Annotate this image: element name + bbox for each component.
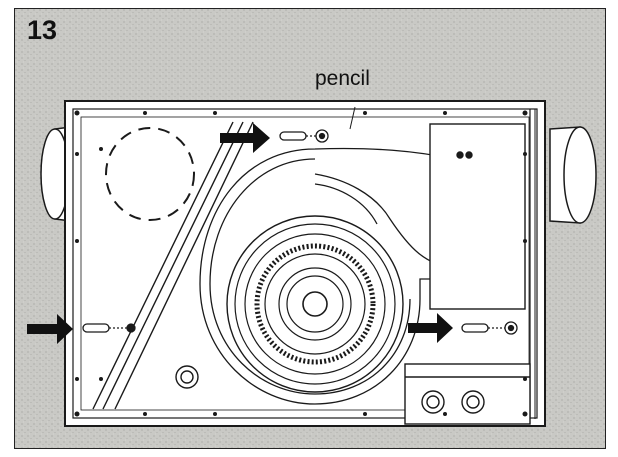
- pencil-callout-label: pencil: [315, 67, 370, 90]
- figure-number: 13: [27, 15, 58, 45]
- arrow-right-icon: [408, 313, 453, 343]
- pencil-leader-line: [349, 106, 356, 130]
- mounting-pin-top: [279, 129, 329, 143]
- diagram-illustration: [15, 9, 605, 448]
- mounting-pin-right: [461, 321, 518, 335]
- arrow-right-icon: [220, 123, 270, 153]
- blower-wheel: [226, 215, 404, 393]
- arrow-right-icon: [27, 314, 73, 344]
- drain-plug: [175, 365, 199, 389]
- electrical-box: [404, 363, 531, 425]
- diagonal-divider: [92, 121, 254, 410]
- control-box: [429, 123, 526, 310]
- screw-icon: [74, 110, 528, 417]
- mounting-pin-left: [82, 323, 136, 333]
- knockout-outline: [105, 127, 195, 221]
- figure-frame: 13 pencil: [14, 8, 606, 449]
- right-duct-collar: [549, 126, 597, 224]
